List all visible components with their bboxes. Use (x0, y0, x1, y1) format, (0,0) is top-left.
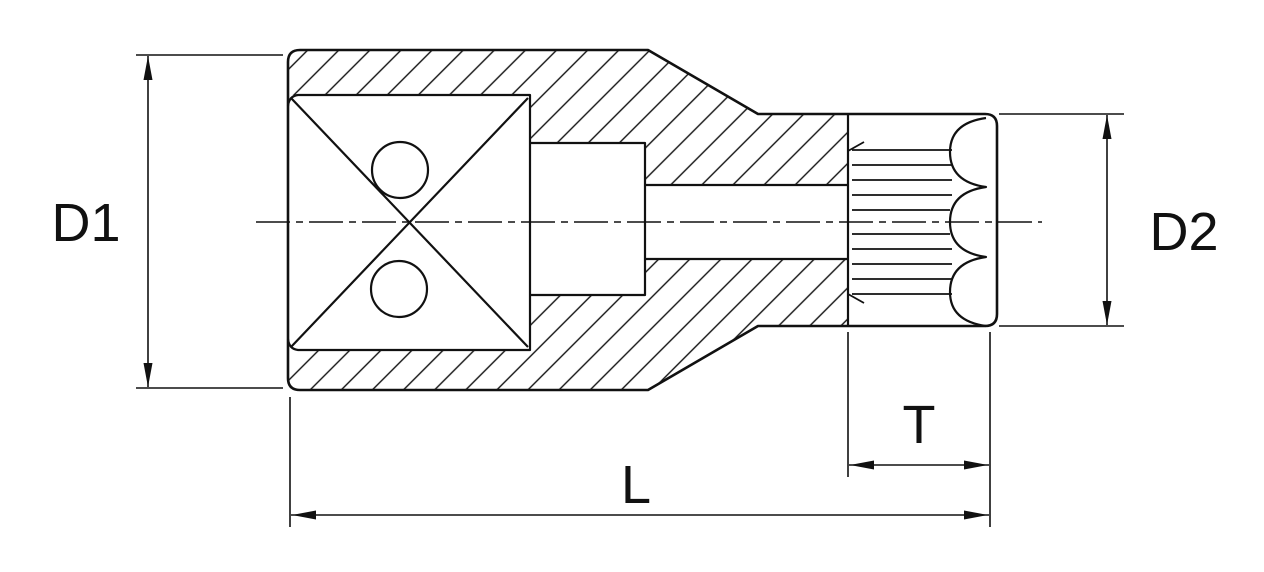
bore-step-outline (530, 141, 647, 297)
l-arrow-right (964, 510, 988, 520)
bit-flute-lines (852, 149, 952, 295)
d2-arrow-up (1102, 115, 1112, 139)
d1-extension-lines (136, 54, 283, 389)
d1-arrow-down (143, 363, 153, 387)
dimension-label-t: T (903, 395, 936, 455)
bit-chamfer-bottom (847, 293, 865, 304)
dimension-d2: D2 (999, 113, 1219, 327)
square-drive-recess (286, 93, 532, 352)
dimension-label-d1: D1 (51, 193, 120, 253)
dimension-label-d2: D2 (1149, 202, 1218, 262)
dimension-l: L (289, 397, 989, 527)
detent-hole-top (370, 140, 430, 200)
t-arrow-right (964, 460, 988, 470)
t-arrow-left (850, 460, 874, 470)
bit-star-profile (846, 114, 988, 328)
detent-hole-bottom (369, 259, 429, 319)
d2-extension-lines (999, 113, 1124, 327)
dimension-d1: D1 (51, 54, 283, 389)
d2-arrow-down (1102, 301, 1112, 325)
d1-arrow-up (143, 56, 153, 80)
section-hatching (288, 50, 848, 390)
square-recess-diagonal-2 (290, 97, 529, 348)
dimension-label-l: L (621, 455, 651, 515)
dimension-t: T (847, 332, 991, 527)
bit-chamfer-top (847, 141, 865, 152)
internal-bore (530, 141, 848, 297)
l-arrow-left (292, 510, 316, 520)
t-extension-lines (847, 332, 991, 527)
